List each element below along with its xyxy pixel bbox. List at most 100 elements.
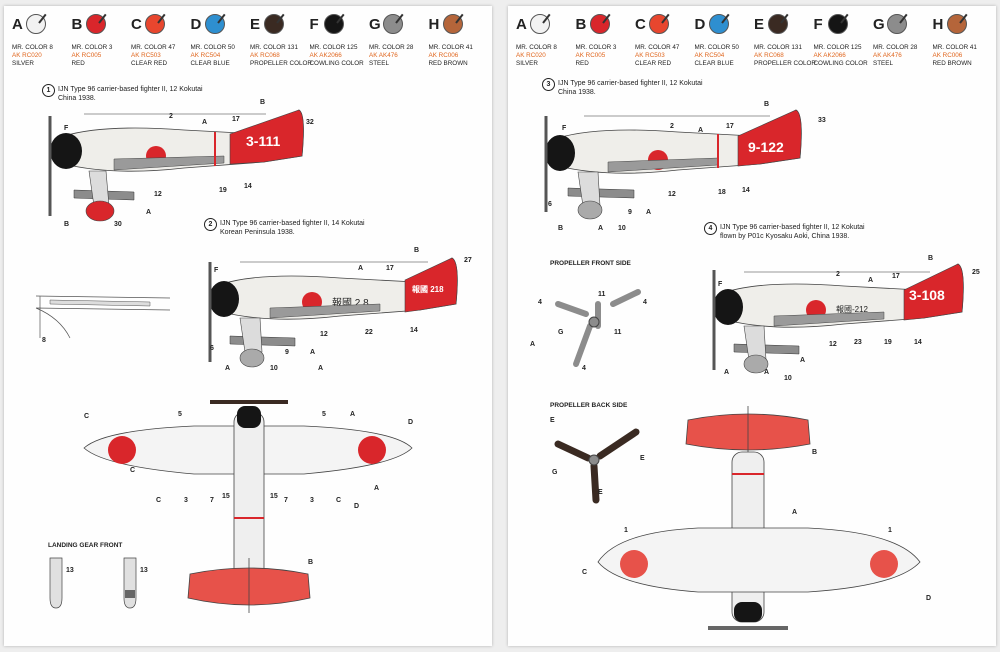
ak-color-code: AK AK476 — [873, 52, 902, 59]
ak-color-code: AK RC504 — [694, 52, 725, 59]
swatch-letter: B — [71, 16, 83, 33]
callout-label: 17 — [386, 265, 394, 272]
callout-label: D — [354, 503, 359, 510]
callout-label: C — [156, 497, 161, 504]
callout-label: 2 — [836, 271, 840, 278]
callout-label: 6 — [548, 201, 552, 208]
profile-subtitle: China 1938. — [58, 95, 96, 102]
callout-label: A — [358, 265, 363, 272]
callout-label: 9 — [628, 209, 632, 216]
color-name: SILVER — [516, 60, 538, 67]
profile-subtitle: flown by P01c Kyosaku Aoki, China 1938. — [720, 233, 850, 240]
mr-color-code: MR. COLOR 125 — [813, 44, 862, 51]
aircraft-plan-view — [83, 400, 413, 613]
ak-color-code: AK AK476 — [369, 52, 398, 59]
aircraft-plan-view — [597, 406, 921, 630]
ak-color-code: AK AK2066 — [309, 52, 342, 59]
profile-subtitle: Korean Peninsula 1938. — [220, 229, 295, 236]
profile-title: IJN Type 96 carrier-based fighter II, 12… — [720, 224, 865, 231]
aircraft-side-view: 9-122 — [544, 109, 802, 220]
callout-label: 7 — [284, 497, 288, 504]
profile-number: 1 — [42, 84, 55, 97]
aircraft-side-view: 報國 218 報國 2 8 — [208, 257, 458, 368]
profile-title: IJN Type 96 carrier-based fighter II, 14… — [220, 220, 365, 227]
swatch-letter: C — [635, 16, 646, 33]
callout-label: 5 — [322, 411, 326, 418]
callout-label: 12 — [829, 341, 837, 348]
callout-label: F — [64, 125, 69, 132]
callout-label: 27 — [464, 257, 472, 264]
callout-label: 12 — [320, 331, 328, 338]
callout-label: 10 — [618, 225, 626, 232]
profile-number: 4 — [704, 222, 717, 235]
callout-label: A — [598, 225, 603, 232]
callout-label: E — [598, 489, 603, 496]
color-name: RED BROWN — [428, 60, 468, 67]
callout-label: 25 — [972, 269, 980, 276]
callout-label: A — [310, 349, 315, 356]
color-name: CLEAR RED — [131, 60, 168, 67]
swatch-letter: H — [428, 16, 440, 33]
profile-subtitle: China 1938. — [558, 89, 596, 96]
color-name: CLEAR BLUE — [190, 60, 230, 67]
callout-label: 19 — [219, 187, 227, 194]
callout-label: 33 — [818, 117, 826, 124]
mr-color-code: MR. COLOR 125 — [309, 44, 358, 51]
callout-label: 7 — [210, 497, 214, 504]
callout-label: 4 — [538, 299, 542, 306]
tail-code: 3-108 — [909, 287, 945, 303]
callout-label: A — [792, 509, 797, 516]
mr-color-code: MR. COLOR 50 — [190, 44, 235, 51]
callout-label: 12 — [668, 191, 676, 198]
callout-label: E — [550, 417, 555, 424]
callout-label: 3 — [184, 497, 188, 504]
mr-color-code: MR. COLOR 41 — [932, 44, 977, 51]
aircraft-side-view: 3-111 — [48, 109, 304, 222]
swatch-letter: C — [131, 16, 142, 33]
swatch-letter: E — [250, 16, 261, 33]
callout-label: G — [552, 469, 558, 476]
swatch-letter: F — [813, 16, 823, 33]
color-name: COWLING COLOR — [309, 60, 364, 67]
ak-color-code: AK AK2066 — [813, 52, 846, 59]
color-name: COWLING COLOR — [813, 60, 868, 67]
prop-front-heading: PROPELLER FRONT SIDE — [550, 260, 631, 267]
callout-label: A — [374, 485, 379, 492]
mr-color-code: MR. COLOR 50 — [694, 44, 739, 51]
callout-label: A — [800, 357, 805, 364]
callout-label: A — [146, 209, 151, 216]
ak-color-code: AK RC005 — [71, 52, 102, 59]
mr-color-code: MR. COLOR 41 — [428, 44, 473, 51]
callout-label: A — [698, 127, 703, 134]
callout-label: 4 — [582, 365, 586, 372]
callout-label: C — [84, 413, 89, 420]
ak-color-code: AK RC005 — [575, 52, 606, 59]
callout-label: B — [558, 225, 563, 232]
callout-label: A — [202, 119, 207, 126]
callout-label: 1 — [624, 527, 628, 534]
swatch-letter: G — [369, 16, 381, 33]
callout-label: 30 — [114, 221, 122, 228]
callout-label: C — [130, 467, 135, 474]
color-name: CLEAR BLUE — [694, 60, 734, 67]
callout-label: G — [558, 329, 564, 336]
callout-label: A — [225, 365, 230, 372]
mr-color-code: MR. COLOR 131 — [250, 44, 298, 51]
callout-label: C — [336, 497, 341, 504]
color-name: RED — [71, 60, 85, 67]
color-name: CLEAR RED — [635, 60, 672, 67]
ak-color-code: AK RC504 — [190, 52, 221, 59]
mr-color-code: MR. COLOR 8 — [516, 44, 557, 51]
callout-label: 17 — [726, 123, 734, 130]
callout-label: A — [646, 209, 651, 216]
